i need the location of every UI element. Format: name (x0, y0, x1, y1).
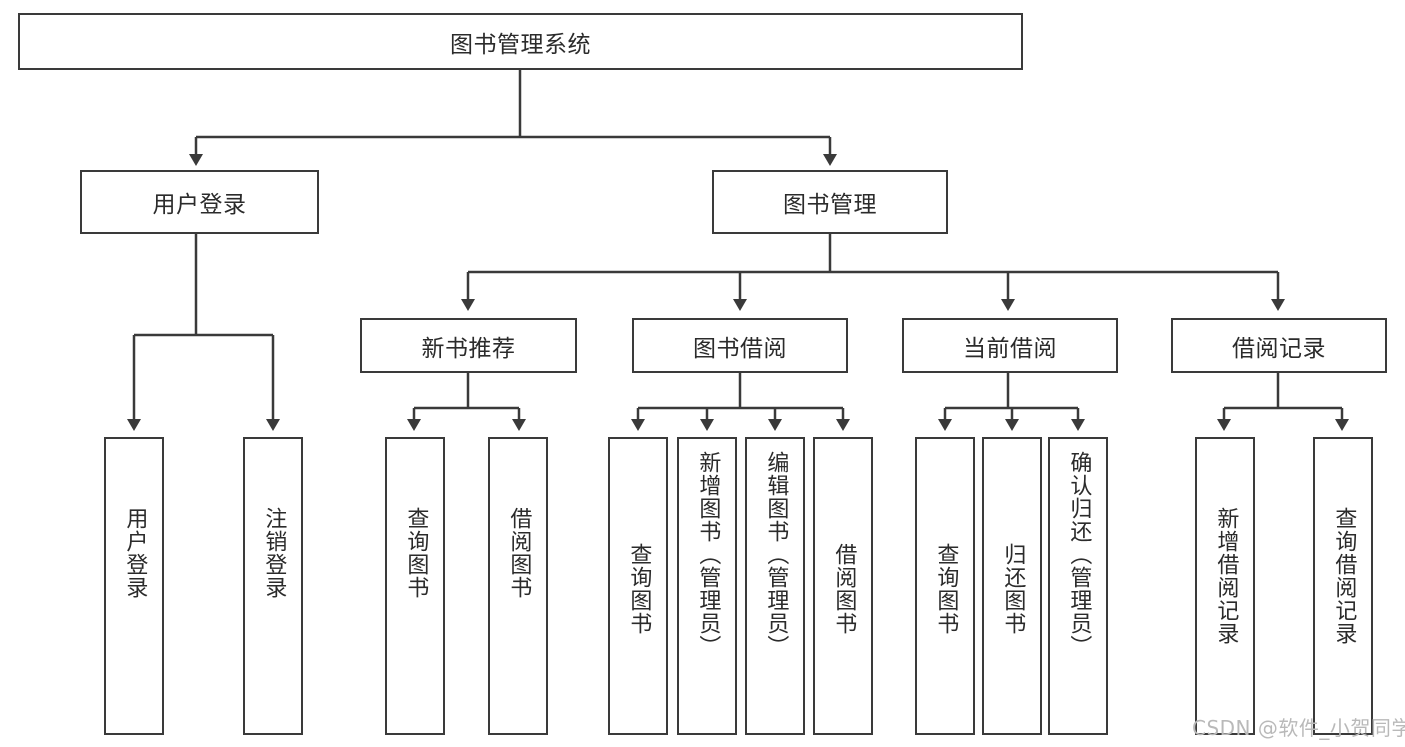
node-book-borrow[interactable]: 图书借阅 (632, 318, 848, 373)
node-user-login[interactable]: 用户登录 (80, 170, 319, 234)
leaf-confirm-return-admin[interactable]: 确认归还（管理员） (1048, 437, 1108, 735)
leaf-label: 查询借阅记录 (1331, 507, 1357, 645)
leaf-query-book-borrow[interactable]: 查询图书 (608, 437, 668, 735)
leaf-label: 新增借阅记录 (1213, 507, 1239, 645)
leaf-logout[interactable]: 注销登录 (243, 437, 303, 735)
node-borrow-record[interactable]: 借阅记录 (1171, 318, 1387, 373)
leaf-query-book-recommend[interactable]: 查询图书 (385, 437, 445, 735)
leaf-edit-book-admin[interactable]: 编辑图书（管理员） (745, 437, 805, 735)
node-root-system[interactable]: 图书管理系统 (18, 13, 1023, 70)
watermark-text: CSDN @软件_小贺同学 (1192, 716, 1405, 740)
leaf-label: 确认归还（管理员） (1066, 451, 1092, 658)
leaf-label: 借阅图书 (506, 507, 532, 599)
leaf-query-book-current[interactable]: 查询图书 (915, 437, 975, 735)
leaf-query-borrow-record[interactable]: 查询借阅记录 (1313, 437, 1373, 735)
leaf-label: 查询图书 (403, 507, 429, 599)
leaf-label: 查询图书 (626, 543, 652, 635)
leaf-add-borrow-record[interactable]: 新增借阅记录 (1195, 437, 1255, 735)
node-book-management[interactable]: 图书管理 (712, 170, 948, 234)
leaf-borrow-book[interactable]: 借阅图书 (813, 437, 873, 735)
node-new-book-recommend[interactable]: 新书推荐 (360, 318, 577, 373)
leaf-label: 借阅图书 (831, 543, 857, 635)
leaf-label: 归还图书 (1000, 543, 1026, 635)
leaf-borrow-book-recommend[interactable]: 借阅图书 (488, 437, 548, 735)
leaf-user-login[interactable]: 用户登录 (104, 437, 164, 735)
leaf-label: 查询图书 (933, 543, 959, 635)
leaf-label: 编辑图书（管理员） (763, 451, 789, 658)
leaf-return-book[interactable]: 归还图书 (982, 437, 1042, 735)
leaf-label: 新增图书（管理员） (695, 451, 721, 658)
leaf-label: 注销登录 (261, 507, 287, 599)
leaf-label: 用户登录 (122, 507, 148, 599)
node-current-borrow[interactable]: 当前借阅 (902, 318, 1118, 373)
leaf-add-book-admin[interactable]: 新增图书（管理员） (677, 437, 737, 735)
